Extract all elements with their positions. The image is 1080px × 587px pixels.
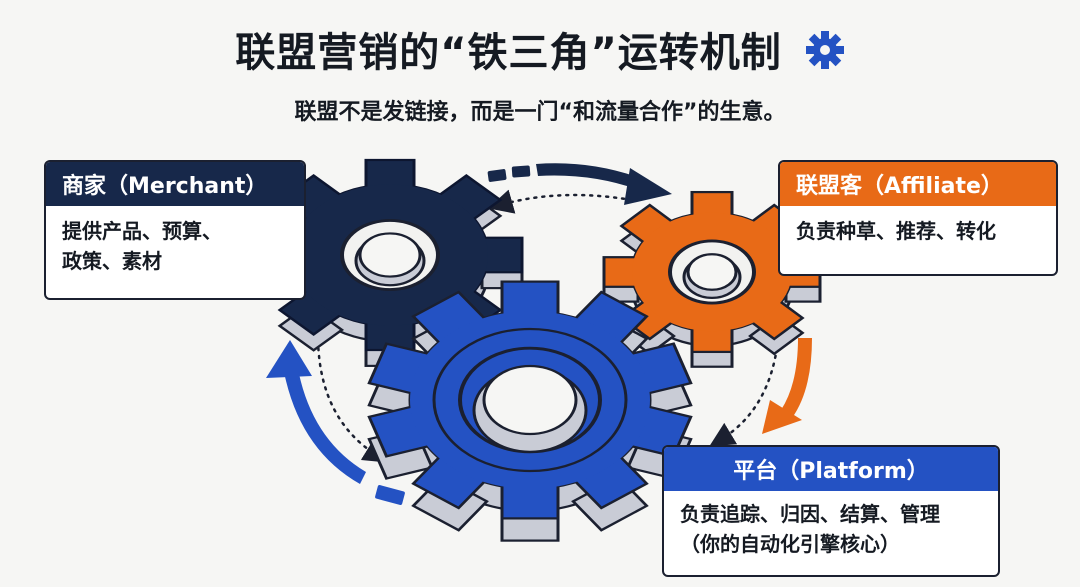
affiliate-card: 联盟客（Affiliate） 负责种草、推荐、转化 — [778, 160, 1058, 276]
flow-arrow-top — [487, 163, 672, 205]
platform-line-1: 负责追踪、归因、结算、管理 — [680, 502, 940, 526]
dotted-connector-left — [316, 338, 389, 463]
platform-heading: 平台（Platform） — [664, 447, 998, 491]
merchant-line-1: 提供产品、预算、 — [62, 219, 222, 243]
title-text: 联盟营销的“铁三角”运转机制 — [235, 30, 782, 76]
merchant-heading: 商家（Merchant） — [46, 162, 304, 206]
affiliate-gear — [602, 190, 822, 368]
dotted-connector-right — [709, 338, 780, 447]
gear-icon — [805, 30, 845, 80]
merchant-line-2: 政策、素材 — [62, 249, 162, 273]
merchant-description: 提供产品、预算、 政策、素材 — [46, 206, 304, 286]
platform-gear — [367, 280, 693, 542]
affiliate-line-1: 负责种草、推荐、转化 — [796, 219, 996, 243]
page-title: 联盟营销的“铁三角”运转机制 — [0, 20, 1080, 80]
page-subtitle: 联盟不是发链接，而是一门“和流量合作”的生意。 — [294, 100, 786, 125]
flow-arrow-right — [762, 338, 812, 434]
merchant-card: 商家（Merchant） 提供产品、预算、 政策、素材 — [44, 160, 306, 300]
flow-arrow-left — [266, 340, 405, 505]
dotted-connector-top — [487, 189, 634, 214]
platform-description: 负责追踪、归因、结算、管理 （你的自动化引擎核心） — [664, 491, 998, 569]
affiliate-heading: 联盟客（Affiliate） — [780, 162, 1056, 206]
merchant-gear — [256, 158, 524, 367]
platform-card: 平台（Platform） 负责追踪、归因、结算、管理 （你的自动化引擎核心） — [662, 445, 1000, 577]
platform-line-2: （你的自动化引擎核心） — [680, 532, 900, 556]
affiliate-description: 负责种草、推荐、转化 — [780, 206, 1056, 256]
